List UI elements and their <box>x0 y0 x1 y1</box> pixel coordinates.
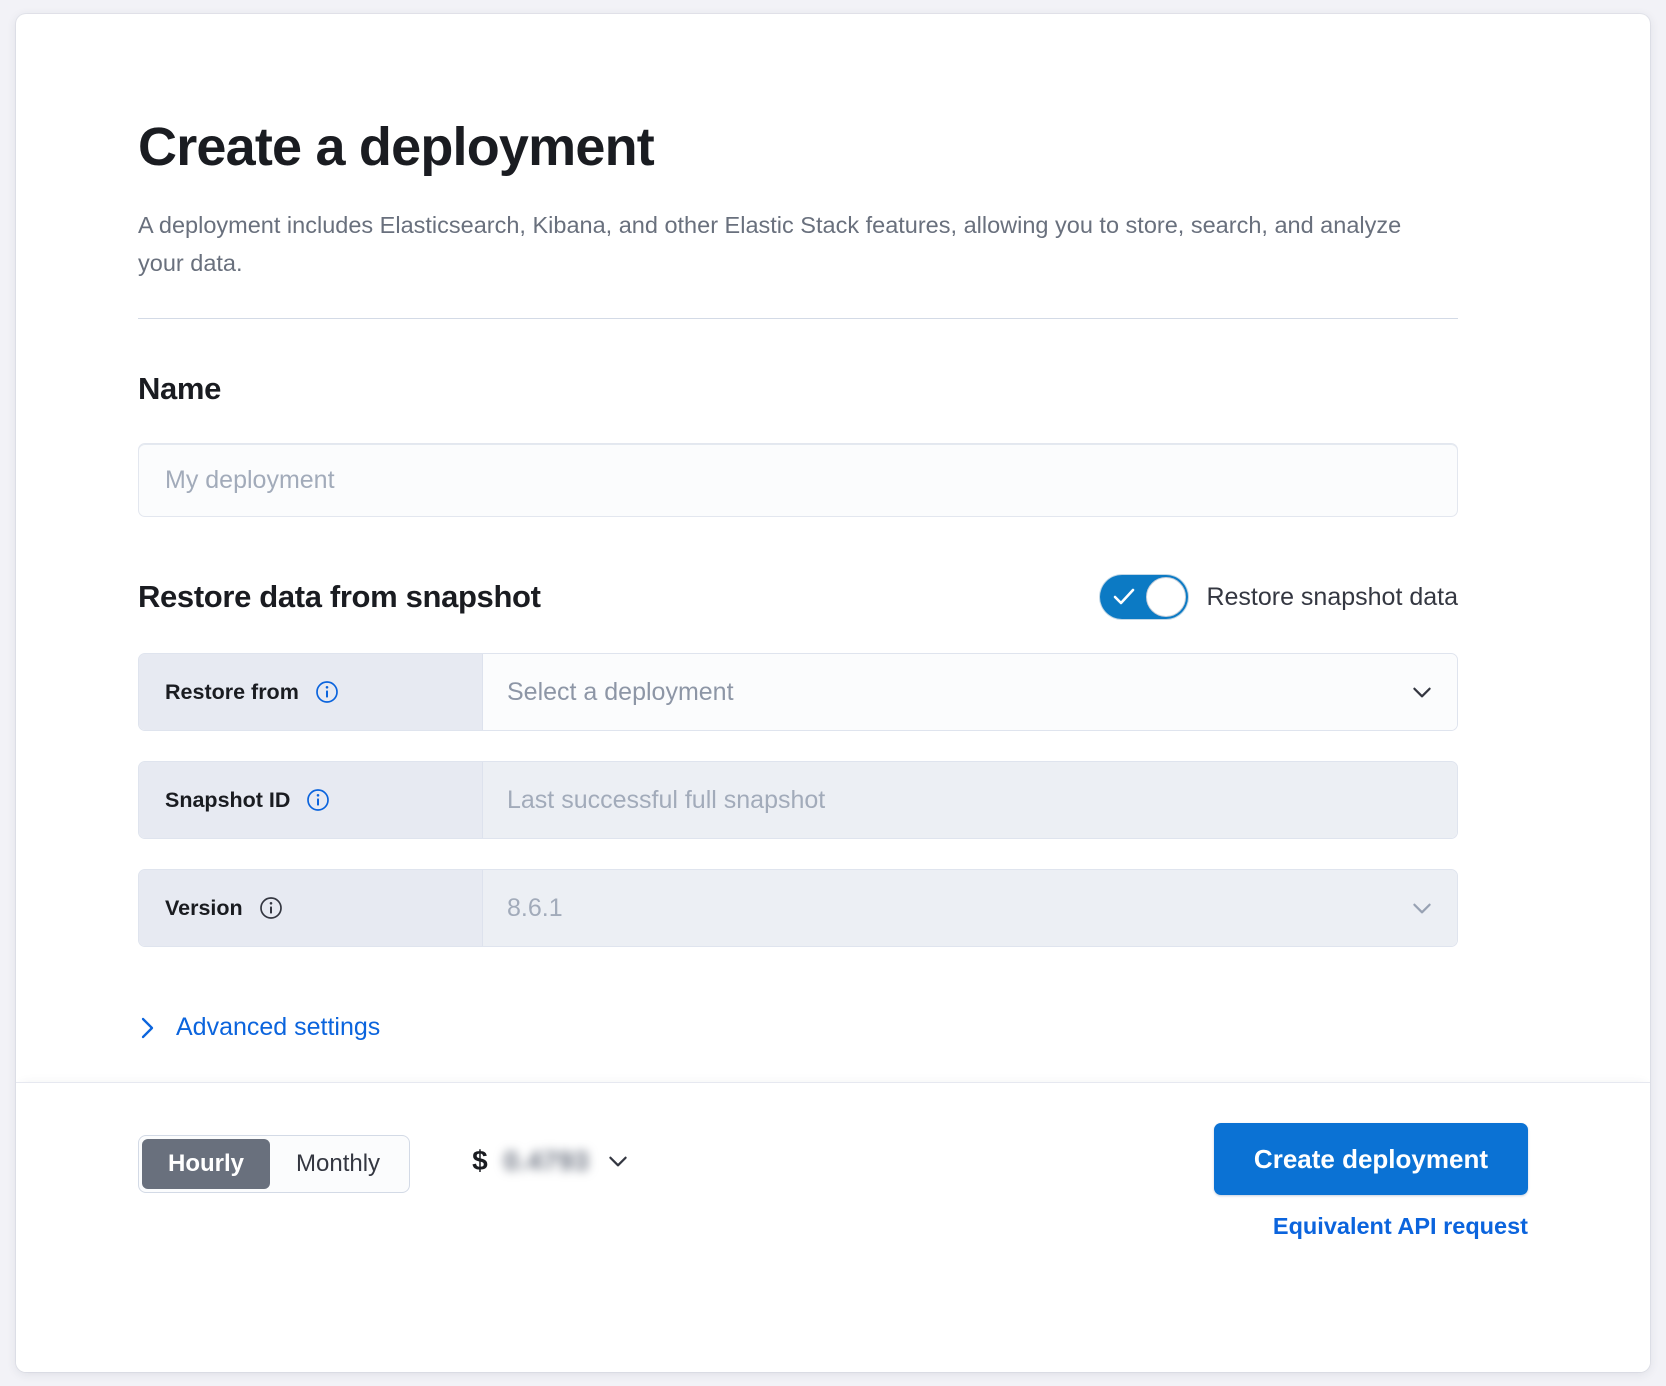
billing-option-monthly[interactable]: Monthly <box>296 1150 381 1177</box>
footer-actions: Create deployment Equivalent API request <box>1213 1123 1528 1240</box>
snapshot-id-value: Last successful full snapshot <box>507 785 826 814</box>
page-title: Create a deployment <box>138 117 655 177</box>
restore-snapshot-toggle[interactable] <box>1100 575 1189 620</box>
restore-from-value: Select a deployment <box>507 677 734 706</box>
restore-snapshot-toggle-group[interactable]: Restore snapshot data <box>1100 575 1458 620</box>
price-display[interactable]: $ 0.4793 <box>472 1145 631 1177</box>
restore-from-label: Restore from <box>165 679 299 704</box>
info-icon[interactable] <box>306 788 330 812</box>
deployment-name-placeholder: My deployment <box>165 465 335 494</box>
name-heading: Name <box>138 371 222 407</box>
chevron-right-icon <box>141 1017 154 1039</box>
check-icon <box>1114 589 1135 605</box>
create-deployment-card: Create a deployment A deployment include… <box>16 14 1650 1372</box>
advanced-settings-link[interactable]: Advanced settings <box>138 1013 380 1042</box>
form-body: Create a deployment A deployment include… <box>16 14 1650 1082</box>
billing-option-hourly[interactable]: Hourly <box>142 1139 271 1189</box>
snapshot-id-label: Snapshot ID <box>165 787 291 812</box>
info-icon[interactable] <box>259 896 283 920</box>
chevron-down-icon[interactable] <box>605 1148 631 1174</box>
price-currency: $ <box>472 1145 488 1176</box>
snapshot-heading: Restore data from snapshot <box>138 579 541 615</box>
version-label: Version <box>165 895 243 920</box>
advanced-settings-label: Advanced settings <box>176 1013 381 1042</box>
toggle-knob <box>1146 577 1187 618</box>
name-section: Name My deployment <box>138 371 1458 518</box>
snapshot-id-row: Snapshot ID Last successful full snapsho… <box>138 761 1458 840</box>
price-amount: 0.4793 <box>503 1145 590 1176</box>
deployment-name-input[interactable]: My deployment <box>138 443 1458 518</box>
header-divider <box>138 318 1458 320</box>
snapshot-id-input: Last successful full snapshot <box>483 762 1457 839</box>
restore-from-label-group: Restore from <box>139 654 483 731</box>
snapshot-section-header: Restore data from snapshot Restore snaps… <box>138 575 1458 620</box>
footer-bar: Hourly Monthly $ 0.4793 Create deploymen… <box>16 1082 1650 1372</box>
restore-snapshot-toggle-label: Restore snapshot data <box>1206 582 1458 611</box>
version-value: 8.6.1 <box>507 893 563 922</box>
equivalent-api-request-link[interactable]: Equivalent API request <box>1272 1213 1528 1239</box>
page-description: A deployment includes Elasticsearch, Kib… <box>138 212 1402 277</box>
info-icon[interactable] <box>315 680 339 704</box>
snapshot-id-label-group: Snapshot ID <box>139 762 483 839</box>
version-label-group: Version <box>139 870 483 947</box>
version-select: 8.6.1 <box>483 870 1457 947</box>
billing-period-toggle[interactable]: Hourly Monthly <box>138 1135 411 1193</box>
restore-from-select[interactable]: Select a deployment <box>483 654 1457 731</box>
chevron-down-icon <box>1413 904 1431 914</box>
chevron-down-icon[interactable] <box>1409 679 1435 705</box>
version-row: Version 8.6.1 <box>138 869 1458 948</box>
restore-from-row[interactable]: Restore from Select a deployment <box>138 653 1458 732</box>
create-deployment-button[interactable]: Create deployment <box>1213 1123 1528 1195</box>
